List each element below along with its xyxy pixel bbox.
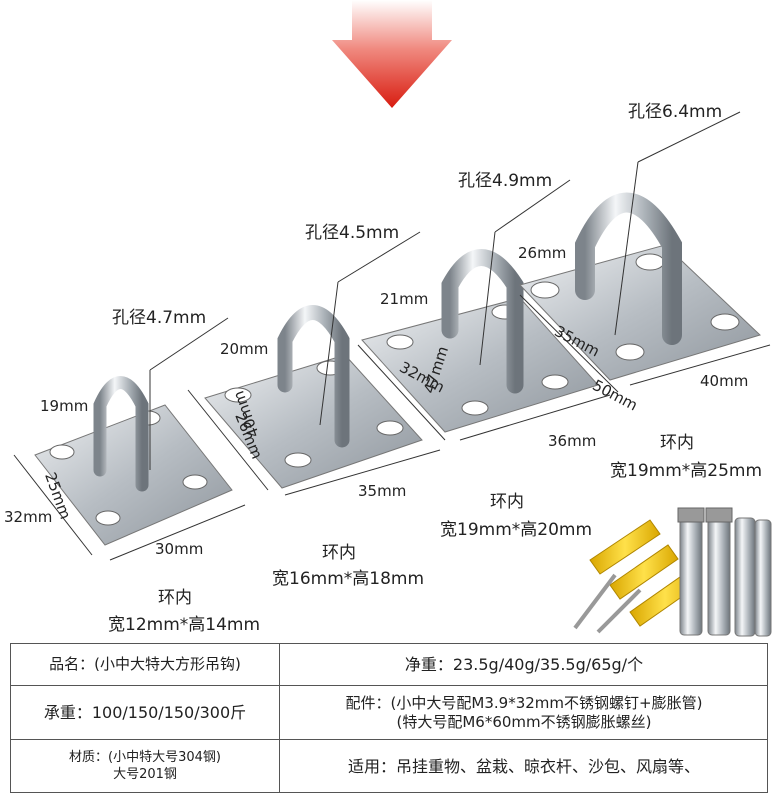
spec-usage: 适用：吊挂重物、盆栽、晾衣杆、沙包、风扇等、 <box>347 756 700 776</box>
hook3-ring-label: 21mm <box>380 290 429 308</box>
arrow-down-icon <box>332 0 452 108</box>
hook1-width-label: 30mm <box>155 540 204 558</box>
hook4-inner-size: 宽19mm*高25mm <box>610 461 763 481</box>
spec-material: 材质：(小中特大号304钢) 大号201钢 <box>11 740 279 793</box>
hook1-ring-label: 19mm <box>40 397 89 415</box>
hook-extra-large <box>519 192 761 381</box>
spec-row-2: 承重：100/150/150/300斤 配件：(小中大号配M3.9*32mm不锈… <box>11 686 767 740</box>
spec-material-line-2: 大号201钢 <box>113 766 177 782</box>
expansion-bolt-icon <box>677 507 772 637</box>
spec-row-3: 材质：(小中特大号304钢) 大号201钢 适用：吊挂重物、盆栽、晾衣杆、沙包、… <box>11 740 767 793</box>
hook1-height-label: 32mm <box>4 508 53 526</box>
hook1-inner-size: 宽12mm*高14mm <box>108 615 261 635</box>
hook4-ring-label: 26mm <box>518 244 567 262</box>
spec-parts-line-1: 配件：(小中大号配M3.9*32mm不锈钢螺钉+膨胀管) <box>345 693 703 712</box>
spec-parts-line-2: (特大号配M6*60mm不锈钢膨胀螺丝) <box>396 712 652 731</box>
hook4-hole-label: 孔径6.4mm <box>628 102 723 122</box>
product-illustration: 孔径4.7mm 19mm 32mm 30mm 25mm 环内 宽12mm*高14… <box>4 0 772 637</box>
hook4-width-label: 40mm <box>700 372 749 390</box>
hook2-width-label: 35mm <box>358 482 407 500</box>
hook3-inner-size: 宽19mm*高20mm <box>440 520 593 540</box>
hook2-inner-size: 宽16mm*高18mm <box>272 569 425 589</box>
hooks-drawing <box>13 0 772 637</box>
hook4-inner-title: 环内 <box>660 433 694 453</box>
hook-medium <box>204 305 423 489</box>
spec-material-line-1: 材质：(小中特大号304钢) <box>69 750 221 766</box>
spec-table: 品名：(小中大特大方形吊钩) 净重：23.5g/40g/35.5g/65g/个 … <box>10 643 768 793</box>
hook1-hole-label: 孔径4.7mm <box>112 308 207 328</box>
hook3-inner-title: 环内 <box>490 492 524 512</box>
hook-small <box>34 376 233 546</box>
spec-load: 承重：100/150/150/300斤 <box>43 702 247 722</box>
spec-weight: 净重：23.5g/40g/35.5g/65g/个 <box>404 654 644 674</box>
hook3-width-label: 36mm <box>548 432 597 450</box>
hook1-inner-title: 环内 <box>158 588 192 608</box>
hook2-inner-title: 环内 <box>322 543 356 563</box>
hook2-hole-label: 孔径4.5mm <box>305 223 400 243</box>
hook2-ring-label: 20mm <box>220 340 269 358</box>
spec-row-1: 品名：(小中大特大方形吊钩) 净重：23.5g/40g/35.5g/65g/个 <box>11 644 767 686</box>
spec-parts: 配件：(小中大号配M3.9*32mm不锈钢螺钉+膨胀管) (特大号配M6*60m… <box>280 686 768 739</box>
spec-name: 品名：(小中大特大方形吊钩) <box>49 655 241 674</box>
accessories <box>573 507 772 637</box>
dimension-lines <box>13 111 771 561</box>
hook3-hole-label: 孔径4.9mm <box>458 171 553 191</box>
